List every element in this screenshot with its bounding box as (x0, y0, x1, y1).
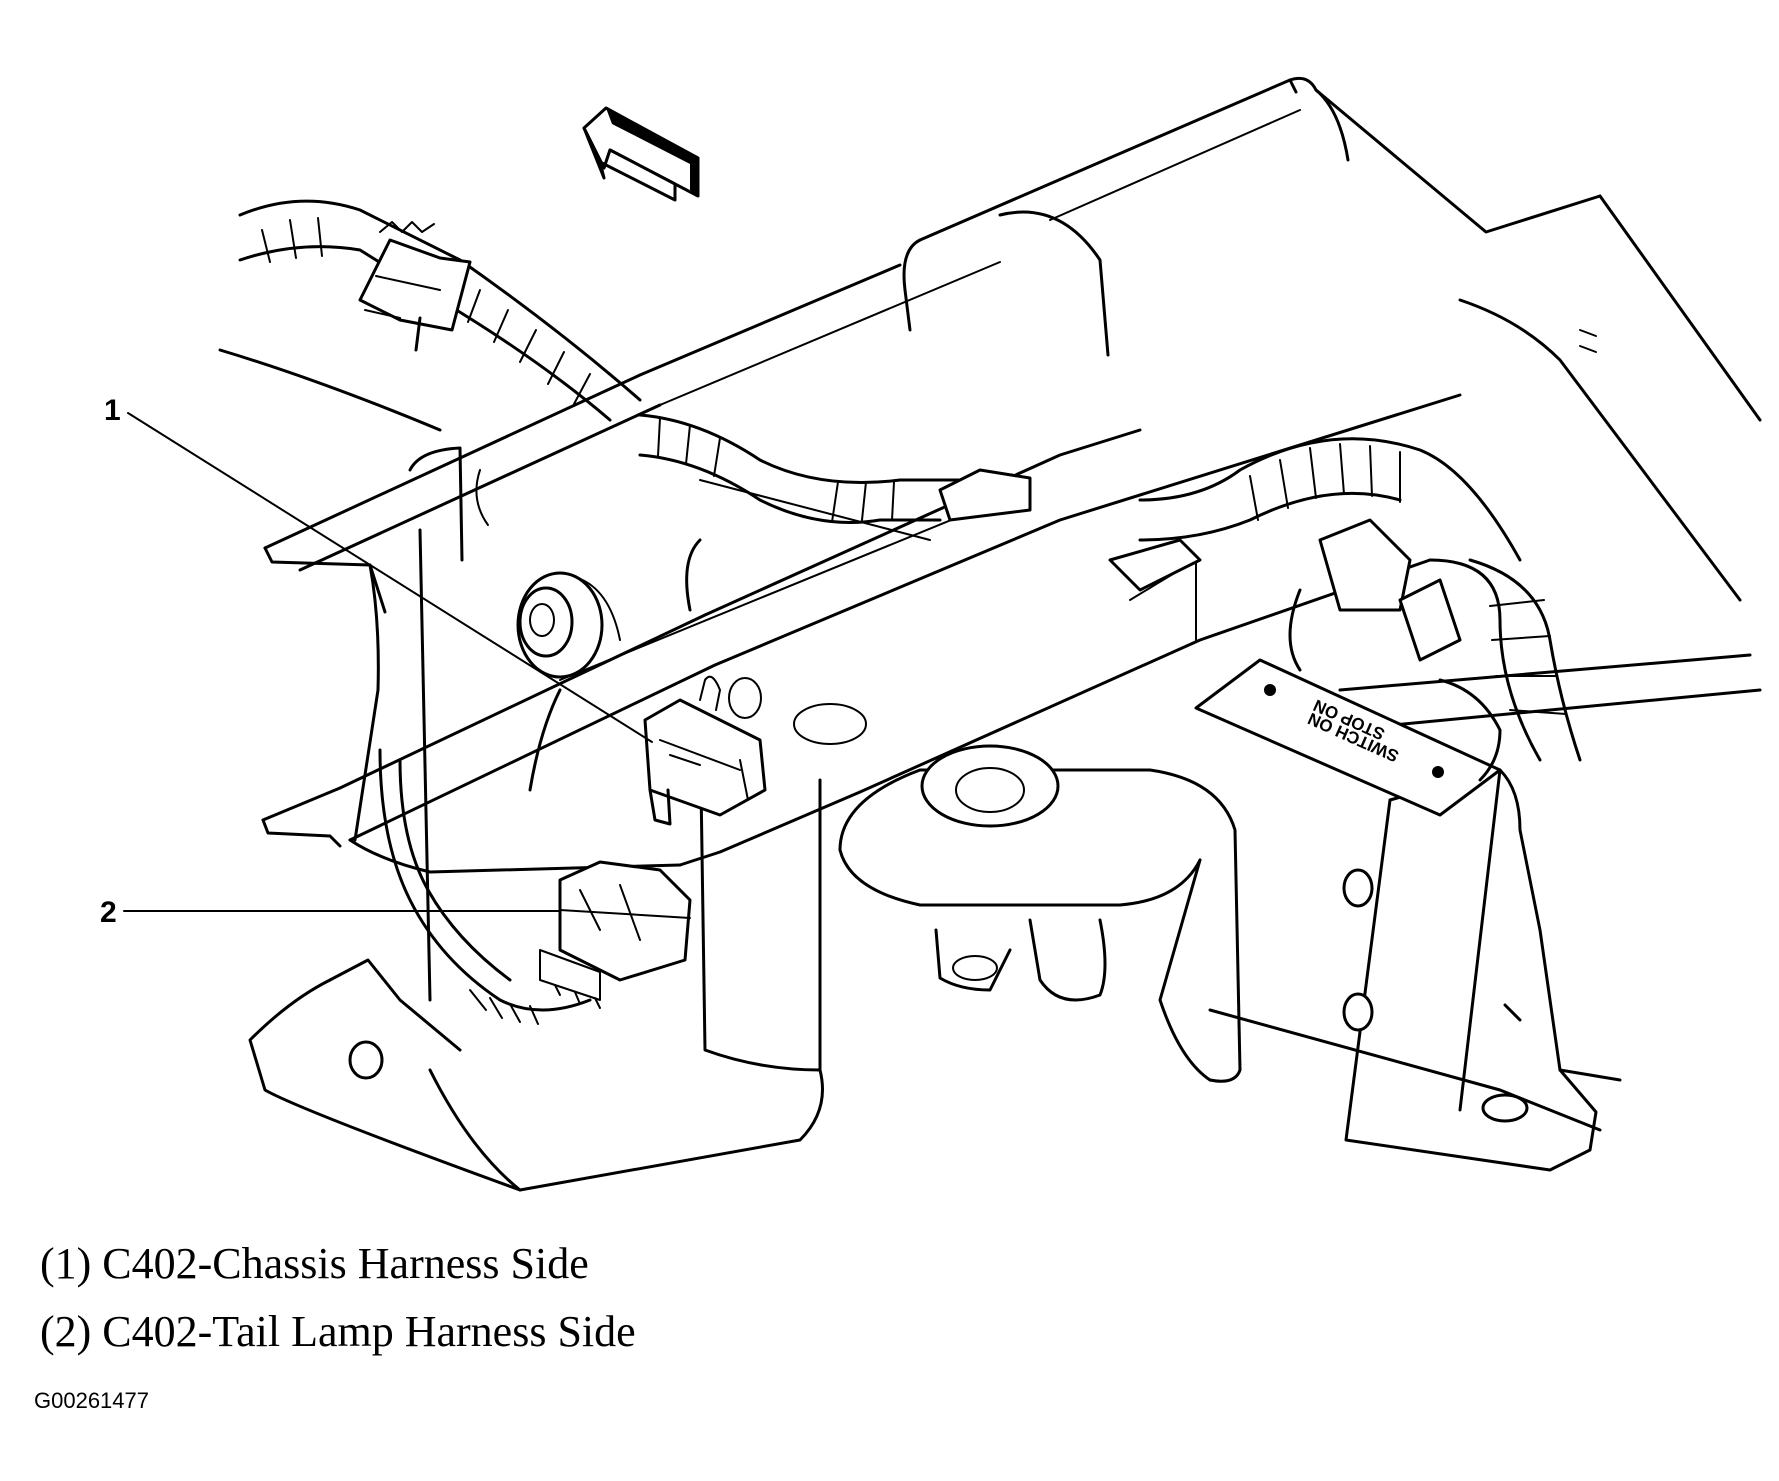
frame-rail (902, 76, 1762, 1132)
right-harness (1108, 437, 1582, 782)
cross-member (261, 261, 1462, 874)
callout-number-2: 2 (100, 896, 117, 929)
tail-lamp-harness (378, 748, 592, 1025)
legend-item-2: (2) C402-Tail Lamp Harness Side (40, 1307, 636, 1356)
mid-harness (638, 413, 1032, 612)
upper-harness (218, 199, 642, 432)
direction-arrow-icon (582, 106, 700, 202)
right-bracket (1342, 768, 1622, 1172)
legend-item-1: (1) C402-Chassis Harness Side (40, 1239, 589, 1288)
callout-2: 2 (100, 896, 561, 929)
c402-tail-lamp-connector (539, 860, 692, 1009)
grommet (475, 469, 867, 745)
callout-1: 1 (104, 394, 653, 743)
hitch-receiver (838, 744, 1242, 1083)
figure-id: G00261477 (34, 1388, 149, 1413)
c402-chassis-connector (643, 675, 767, 826)
bumper-bracket (248, 446, 824, 1192)
callout-number-1: 1 (104, 394, 121, 427)
